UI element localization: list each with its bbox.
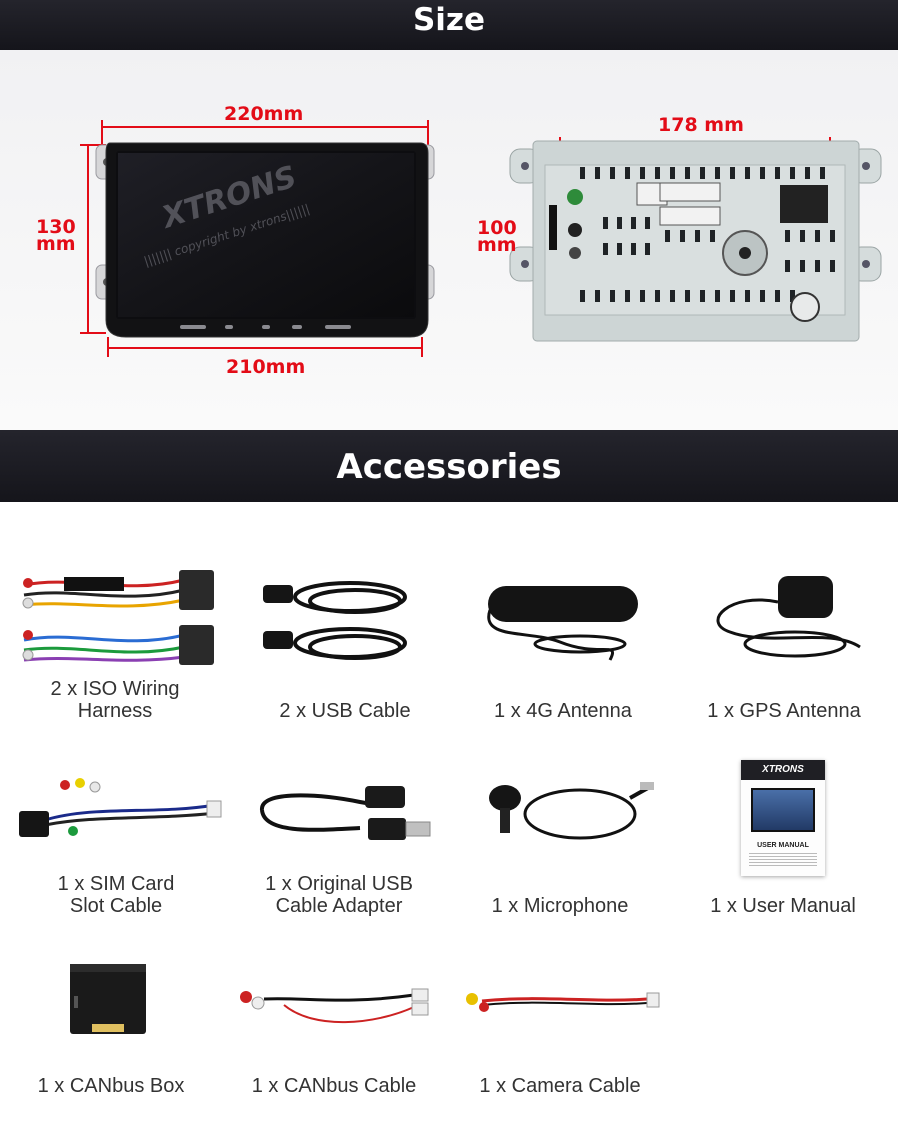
front-unit-illustration [80,120,435,357]
canbus-cable-image [240,988,429,1024]
accessory-label-7: 1 x Microphone [491,895,629,917]
sim-card-cable-image [19,778,222,837]
size-header: Size [0,0,898,50]
rear-height-unit: mm [477,234,517,256]
accessory-label-6: 1 x Original USB Cable Adapter [265,873,413,917]
original-usb-adapter-image [260,786,431,840]
accessory-label-11: 1 x Camera Cable [479,1075,641,1097]
front-bottom-width-label: 210mm [226,356,306,378]
4g-antenna-image [487,586,638,661]
manual-text-lines [749,853,817,867]
accessory-label-4: 1 x GPS Antenna [707,700,861,722]
manual-screen [751,788,815,832]
rear-height-value: 100 [477,217,517,239]
accessories-title: Accessories [336,447,562,487]
rear-width-label: 178 mm [658,114,744,136]
accessory-label-2: 2 x USB Cable [279,700,411,722]
accessories-header: Accessories [0,430,898,502]
gps-antenna-image [716,576,861,658]
rear-unit-illustration [509,137,882,342]
accessory-label-9: 1 x CANbus Box [37,1075,185,1097]
microphone-image [489,782,654,840]
usb-cable-image [263,581,407,660]
manual-title: USER MANUAL [757,842,809,849]
accessory-label-8: 1 x User Manual [710,895,856,917]
camera-cable-image [466,992,660,1012]
front-width-label: 220mm [224,103,304,125]
user-manual-image: XTRONS USER MANUAL [741,760,825,876]
manual-brand: XTRONS [741,760,825,780]
accessory-label-10: 1 x CANbus Cable [251,1075,417,1097]
accessory-label-5: 1 x SIM Card Slot Cable [57,873,175,917]
front-height-value: 130 [36,216,76,238]
accessory-label-1: 2 x ISO Wiring Harness [50,678,180,722]
canbus-box-image [70,964,146,1034]
accessory-label-3: 1 x 4G Antenna [494,700,632,722]
iso-harness-image [22,570,214,665]
front-height-unit: mm [36,233,76,255]
size-title: Size [412,2,486,38]
